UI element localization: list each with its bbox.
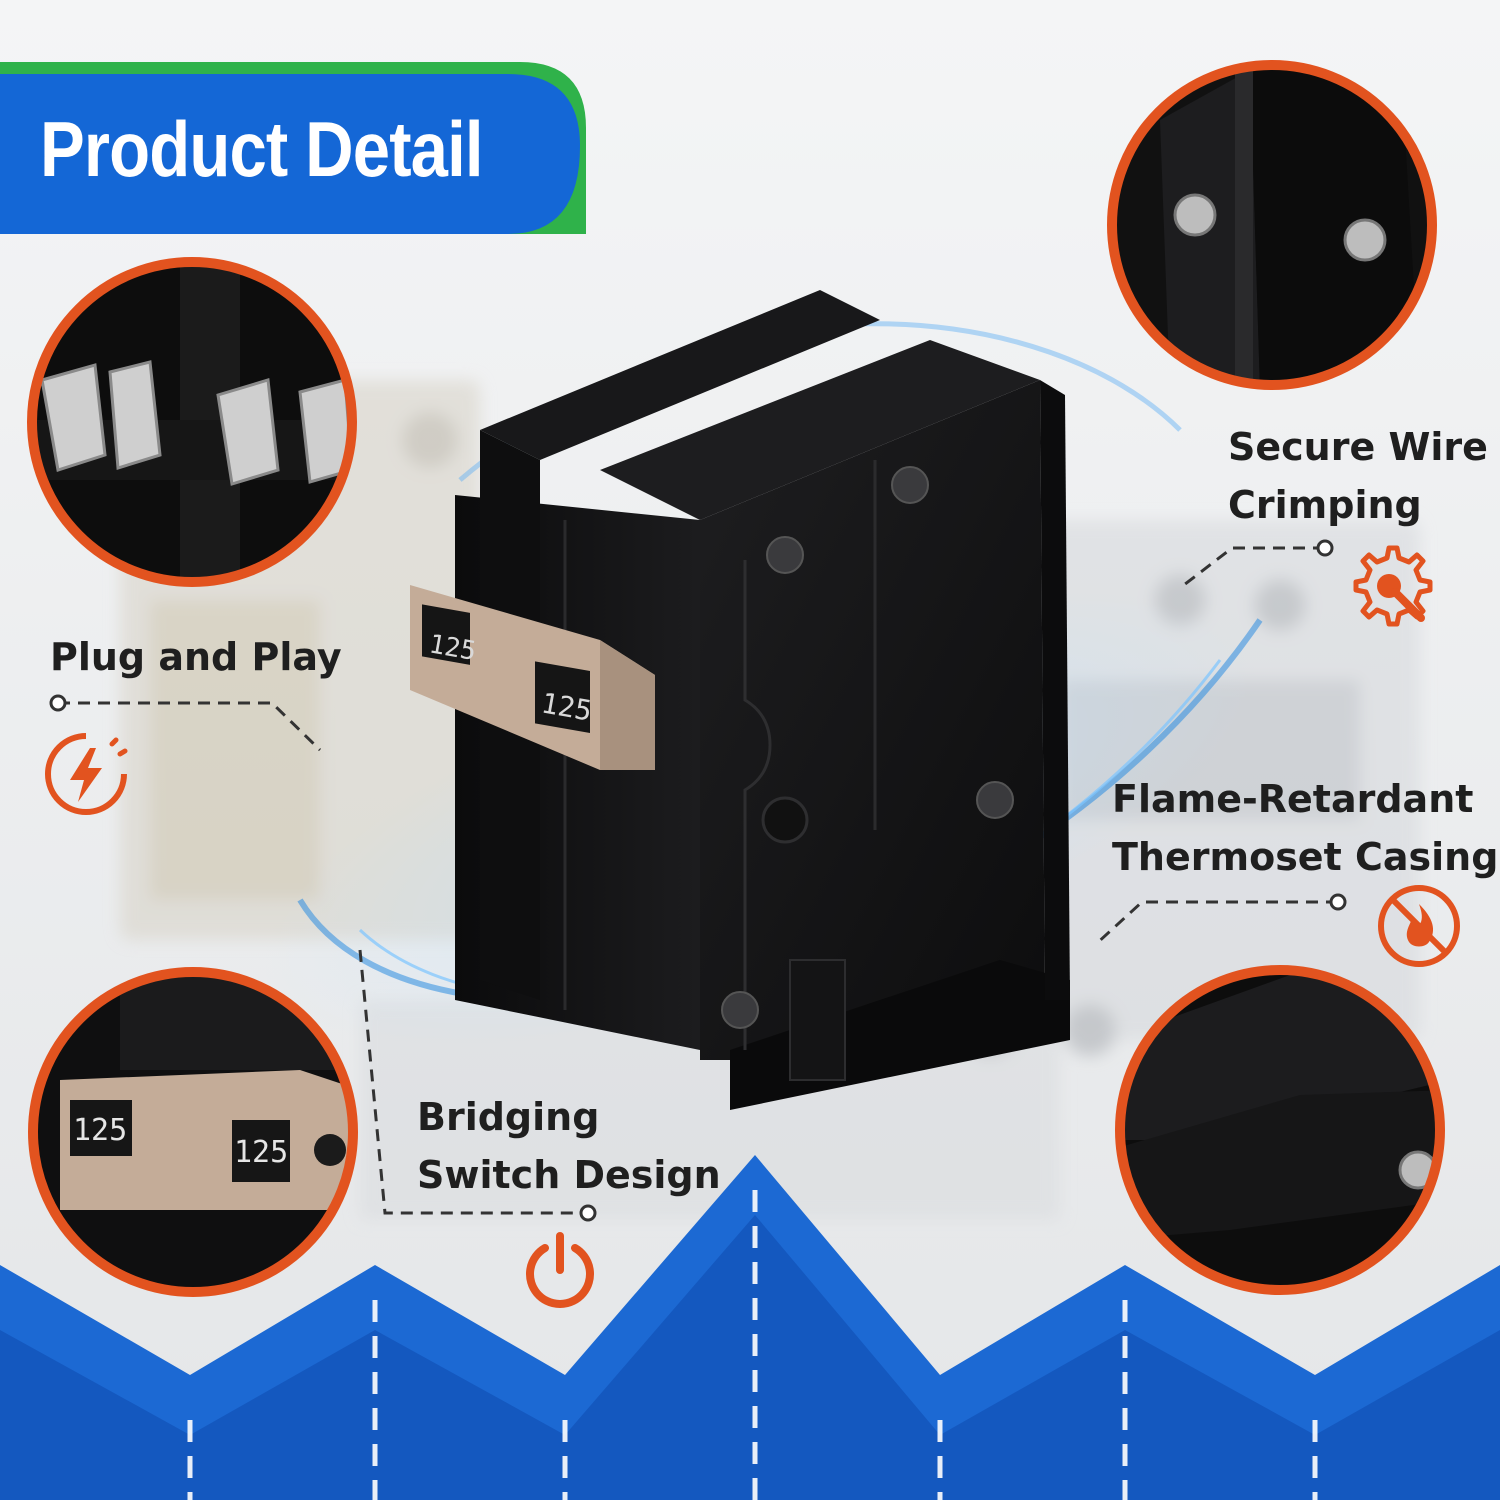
feature-flame-line1: Flame-Retardant [1112,777,1474,821]
feature-switch-line1: Bridging [417,1095,600,1139]
detail-circle-handle [33,972,353,1292]
detail-circle-terminals [32,262,352,582]
detail-circle-wire-crimping [1112,65,1432,385]
detail-circle-casing [1120,970,1440,1290]
title-banner-shape [0,62,586,234]
feature-wire-line1: Secure Wire [1228,425,1488,469]
power-icon [517,1228,603,1318]
detail-handle-rating-1: 125 [73,1113,127,1148]
no-fire-icon [1373,880,1465,976]
leader-line-switch [358,949,588,1215]
feature-label-plug: Plug and Play [50,628,342,686]
feature-flame-line2: Thermoset Casing [1112,835,1499,879]
feature-label-switch: Bridging Switch Design [417,1088,721,1204]
title-banner [0,62,590,234]
feature-label-wire: Secure Wire Crimping [1228,418,1488,534]
leader-line-wire [1179,546,1325,590]
leader-line-flame [1093,900,1338,947]
feature-wire-line2: Crimping [1228,483,1422,527]
detail-handle-rating-2: 125 [234,1135,288,1170]
feature-label-flame: Flame-Retardant Thermoset Casing [1112,770,1498,886]
leader-line-plug [58,701,322,752]
page-title: Product Detail [40,105,484,193]
lightning-icon [42,730,130,822]
feature-plug-line1: Plug and Play [50,635,342,679]
feature-switch-line2: Switch Design [417,1153,721,1197]
gear-wrench-icon [1343,540,1435,636]
